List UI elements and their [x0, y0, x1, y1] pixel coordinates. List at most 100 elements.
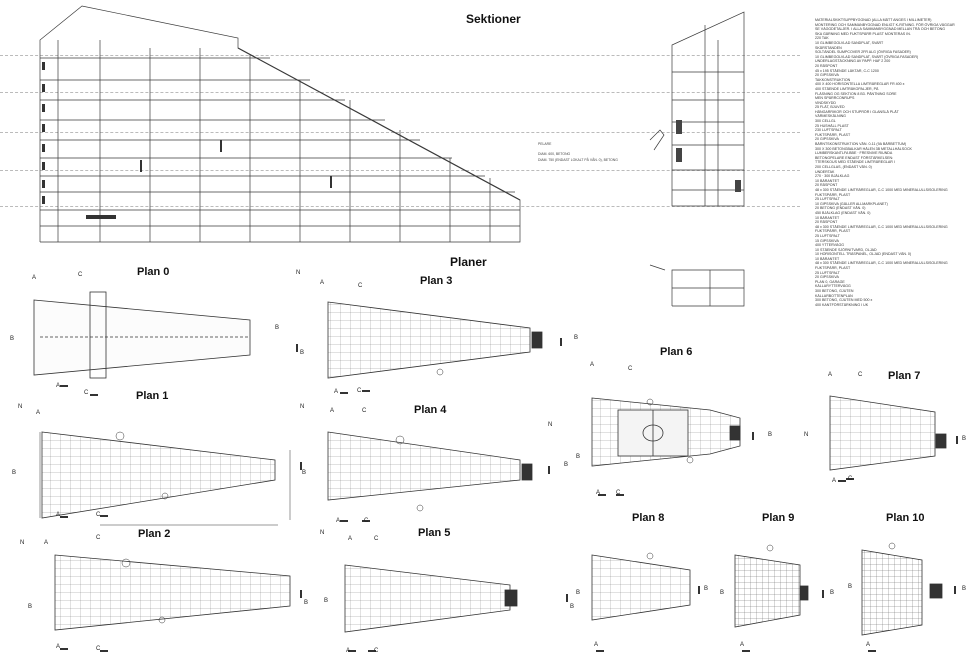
plan4-title: Plan 4 — [414, 404, 447, 416]
material-note-line: TAKKONSTRUKTION — [815, 77, 851, 82]
section-marker-b: B — [768, 432, 773, 438]
section-marker-a: A — [320, 280, 325, 286]
level-line — [0, 92, 800, 93]
section-marker-b: B — [324, 598, 329, 604]
material-note-line: 400 YTTERVÄGG — [815, 243, 845, 248]
section-marker-a: A — [330, 408, 335, 414]
section-marker-a: A — [346, 648, 351, 654]
section-marker-b: B — [720, 590, 725, 596]
material-note-line: TTERSKOUS MED STÅENDE LIMTRÄREGLAR I — [815, 160, 895, 165]
material-note-line: MEN SPÄRRCONRUPS — [815, 96, 855, 101]
section-marker-a: A — [740, 642, 745, 648]
material-note-line: 400 STÅENDE LIMTRÄKOPALJER, PÅ — [815, 86, 879, 91]
section-marker-a: A — [866, 642, 871, 648]
material-note-line: 45 x 195 STÅENDE LÄKTAR, C-C 1200 — [815, 68, 879, 73]
section-marker-a: A — [594, 642, 599, 648]
material-note-line: 300 BETONG, GJUTEN MED 500 x — [815, 298, 873, 303]
material-note-line: SOLTÄNDEL SUMPCOVER 2FR ALG (ÖVRIGA FASA… — [815, 50, 911, 55]
material-note-line: 25 HUSHÅLL PLAST — [815, 123, 849, 128]
material-note-line: LUMBERSKANTLFA BBE · FRESNIVE RIUNDA — [815, 151, 893, 156]
material-note-line: VÄRMESKÅLNING — [815, 114, 846, 119]
section-marker-a: A — [828, 372, 833, 378]
section-marker-b: B — [576, 590, 581, 596]
level-line — [0, 55, 800, 56]
plan0-title: Plan 0 — [137, 266, 170, 278]
section-marker-a: A — [832, 478, 837, 484]
material-note-line: 270 · 300 BJÄLKLAG — [815, 174, 850, 179]
section-marker-b: B — [300, 350, 305, 356]
material-note-line: 300 BETONG, GJUTEN — [815, 289, 854, 294]
plan1-title: Plan 1 — [136, 390, 169, 402]
material-note-line: FUKTSPÄRR, PLAST — [815, 132, 851, 137]
section-marker-a: A — [44, 540, 49, 546]
material-note-line: MATERIALSKIKTSUPPBYGGNAD (ALLA MÅTT ANGE… — [815, 18, 932, 22]
material-note-line: PLAN 0, GARAGE — [815, 279, 845, 284]
material-note-line: 25 LUFTSPALT — [815, 197, 840, 202]
material-note-line: 25 LUFTSPALT — [815, 270, 840, 275]
north-arrow-icon: N — [20, 540, 25, 546]
section-marker-a: A — [596, 490, 601, 496]
material-note-line: 300 X 300 BETONGBALKAR HÅLEN 3B METALLHÄ… — [815, 146, 912, 151]
section-marker-c: C — [96, 646, 101, 652]
material-note-line: 200 CELLGLAS, (ENDAST VÅN. 0) — [815, 165, 872, 169]
section-marker-c: C — [628, 366, 633, 372]
section-marker-b: B — [564, 462, 569, 468]
material-note-line: 20 RÅSPONT — [815, 220, 838, 225]
section-marker-a: A — [590, 362, 595, 368]
north-arrow-icon: N — [18, 404, 23, 410]
plan7-title: Plan 7 — [888, 370, 921, 382]
material-note-line: UNDERLAGSTÄCKNING AV PAPP. HAF 2 200 — [815, 59, 891, 64]
plan5-title: Plan 5 — [418, 527, 451, 539]
plan9-title: Plan 9 — [762, 512, 795, 524]
material-note-line: SKÅRSTANDEN — [815, 45, 842, 50]
north-arrow-icon: N — [300, 404, 305, 410]
material-note-line: FUKTSPÄRR, PLAST — [815, 229, 851, 234]
material-note-line: HÅNGARRIKOR OCH STUPRÖR I GLANSLÅ PLÅT — [815, 109, 899, 114]
material-note-line: 25 FLÄT, BJUVED — [815, 105, 845, 110]
material-note-line: FLÄSNING OG SEKTION 8 B3. PÅNTNING SORE — [815, 91, 897, 96]
section-marker-a: A — [56, 644, 61, 650]
section-marker-c: C — [374, 648, 379, 654]
material-note-line: UNDERTAK — [815, 169, 835, 174]
section-marker-c: C — [84, 390, 89, 396]
column-label: PELARE — [538, 142, 552, 146]
material-note-line: 20 BETONG (ENDAST VÅN. 0) — [815, 206, 866, 211]
section-marker-b: B — [848, 584, 853, 590]
north-arrow-icon: N — [320, 530, 325, 536]
material-note-line: SE VÄGGDETALJER. I ALLA SAMMANBYGGNAD ME… — [815, 27, 946, 32]
material-note-line: 10 GLIMBEGOLVLAD SANDPLAT, SVART (ÖVRIGA… — [815, 54, 919, 59]
material-note-line: KÄLLARYTTERVÄGG — [815, 284, 851, 289]
material-note-line: 400 X 400 HORISONTELLA LIMTRÄREGLAR FR 4… — [815, 82, 905, 87]
section-marker-b: B — [576, 454, 581, 460]
north-arrow-icon: N — [296, 270, 301, 276]
section-marker-c: C — [364, 518, 369, 524]
section-marker-b: B — [704, 586, 709, 592]
material-note-line: 20 GIPSSKIVA — [815, 275, 839, 280]
section-marker-c: C — [374, 536, 379, 542]
column-dimension-1: DIAM. 600, BETONG — [538, 152, 571, 156]
section-marker-c: C — [357, 388, 362, 394]
material-note-line: VINDSKYDD — [815, 100, 836, 105]
material-note-line: 230 LUFTSPALT — [815, 128, 842, 133]
material-note-line: 10 BÄRANTET — [815, 178, 840, 183]
section-marker-a: A — [348, 536, 353, 542]
section-marker-b: B — [28, 604, 33, 610]
material-note-line: SKA GÄRNING MED FUKTSPÄRR PLAST MONTERAS… — [815, 31, 911, 36]
section-marker-b: B — [12, 470, 17, 476]
section-marker-c: C — [96, 512, 101, 518]
plan6-title: Plan 6 — [660, 346, 693, 358]
section-marker-a: A — [36, 410, 41, 416]
material-note-line: 20 RÅSPONT — [815, 63, 838, 68]
material-notes: MATERIALSKIKTSUPPBYGGNAD (ALLA MÅTT ANGE… — [815, 18, 975, 307]
plan3-title: Plan 3 — [420, 275, 453, 287]
section-marker-b: B — [275, 325, 280, 331]
section-marker-a: A — [56, 383, 61, 389]
material-note-line: 10 GLIMBEGOLVLAD SANDPLAT, SVART — [815, 40, 884, 45]
section-marker-c: C — [358, 283, 363, 289]
material-note-line: 10 HORISONTELL TRÄSPANEL, OLJAD (ENDAST … — [815, 252, 912, 257]
plan8-title: Plan 8 — [632, 512, 665, 524]
material-note-line: 25 LUFTSPALT — [815, 233, 840, 238]
section-marker-c: C — [362, 408, 367, 414]
material-note-line: 10 GIPSSKIVA (GÄLLER ALLMARKPLANET) — [815, 201, 888, 206]
